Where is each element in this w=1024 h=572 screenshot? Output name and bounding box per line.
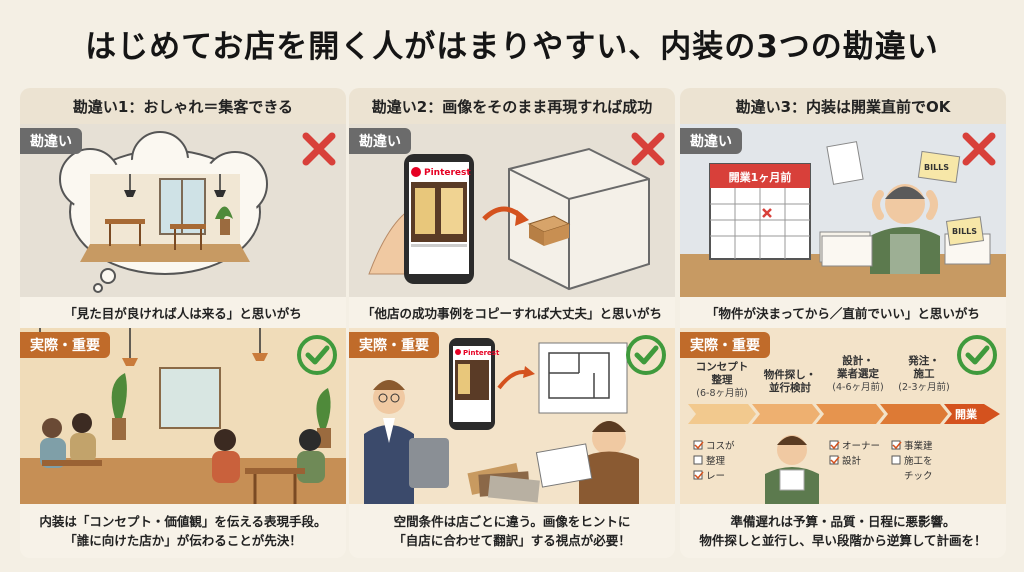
wrong-caption: 「他店の成功事例をコピーすれば大丈夫」と思いがち [349,297,675,328]
correct-caption-line-2: 物件探しと並行し、早い段階から逆算して計画を！ [699,533,987,548]
checklist-1-item-1: コスが [706,440,735,452]
timeline-step-4-line-1: 発注・ [907,354,940,367]
wrong-caption: 「見た目が良ければ人は来る」と思いがち [20,297,346,328]
correct-caption-line-1: 空間条件は店ごとに違う。画像をヒントに [393,514,631,529]
cross-icon [962,132,996,166]
correct-panel: 実際・重要 Pinterest [349,328,675,504]
stressed-owner [870,184,940,274]
correct-tag: 実際・重要 [680,332,770,358]
wrong-panel: 勘違い 開業1ヶ月前 [680,124,1006,297]
timeline-step-3-sub: (4-6ヶ月前) [832,381,883,393]
correct-caption: 空間条件は店ごとに違う。画像をヒントに 「自店に合わせて翻訳」する視点が必要！ [349,504,675,558]
wrong-tag: 勘違い [20,128,82,154]
customers [40,413,325,504]
misconception-card-1: 勘違い1：おしゃれ＝集客できる 勘違い [20,88,346,558]
timeline-arrow: 開業 [688,404,1000,424]
material-swatches [467,463,540,503]
correct-panel: 実際・重要 コンセプト 整理 (6-8ヶ月前) 物件探し・ 並行検討 設計・ 業… [680,328,1006,504]
card-heading: 勘違い3：内装は開業直前でOK [680,88,1006,124]
timeline-step-3-line-1: 設計・ [842,354,874,367]
calendar-label: 開業1ヶ月前 [729,170,792,184]
paper-stacks [819,231,991,267]
correct-caption: 内装は「コンセプト・価値観」を伝える表現手段。 「誰に向けた店か」が伝わることが… [20,504,346,558]
checklist-1-item-2: 整理 [706,455,726,467]
timeline-step-2-line-2: 並行検討 [769,381,811,394]
pinterest-label: Pinterest [424,168,471,178]
timeline-step-4-sub: (2-3ヶ月前) [898,381,949,393]
cross-icon [302,132,336,166]
timeline-step-1-line-1: コンセプト [696,360,749,373]
checklist-1: コスが 整理 レー [693,440,735,482]
card-heading: 勘違い2：画像をそのまま再現すれば成功 [349,88,675,124]
timeline-step-3-line-2: 業者選定 [836,367,879,380]
correct-caption-line-2: 「誰に向けた店か」が伝わることが先決！ [64,533,302,548]
correct-caption-line-2: 「自店に合わせて翻訳」する視点が必要！ [393,533,631,548]
checklist-3-item-2: 施工を [904,455,933,467]
correct-caption-line-1: 準備遅れは予算・品質・日程に悪影響。 [730,514,956,529]
checklist-2-item-1: オーナー [842,441,880,452]
card-heading: 勘違い1：おしゃれ＝集客できる [20,88,346,124]
bills-label: BILLS [924,163,949,172]
check-icon [297,335,337,375]
checklist-3-item-3: チック [904,471,933,482]
timeline-step-2-line-1: 物件探し・ [764,368,817,381]
check-icon [626,335,666,375]
wrong-tag: 勘違い [680,128,742,154]
stylish-cafe-thought-illustration [59,131,268,293]
wrong-panel: 勘違い [20,124,346,297]
timeline-step-1-line-2: 整理 [711,373,733,386]
pinterest-label-small: Pinterest [463,349,500,357]
checklist-2: オーナー 設計 [829,440,880,467]
copy-photo-illustration: Pinterest [368,147,650,291]
page-title: はじめてお店を開く人がはまりやすい、内装の3つの勘違い [85,28,939,65]
wrong-panel: 勘違い Pinterest [349,124,675,297]
wrong-caption: 「物件が決まってから／直前でいい」と思いがち [680,297,1006,328]
misconception-card-2: 勘違い2：画像をそのまま再現すれば成功 勘違い Pinterest 「他店の成功… [349,88,675,558]
shop-owner [765,435,819,504]
busy-cafe-illustration [20,328,346,504]
correct-panel: 実際・重要 [20,328,346,504]
wrong-tag: 勘違い [349,128,411,154]
timeline-step-1-sub: (6-8ヶ月前) [696,387,747,399]
correct-caption: 準備遅れは予算・品質・日程に悪影響。 物件探しと並行し、早い段階から逆算して計画… [680,504,1006,558]
correct-tag: 実際・重要 [349,332,439,358]
calendar: 開業1ヶ月前 [709,163,811,260]
checklist-2-item-2: 設計 [842,455,862,467]
correct-caption-line-1: 内装は「コンセプト・価値観」を伝える表現手段。 [39,514,327,529]
timeline-end-label: 開業 [955,407,978,421]
correct-tag: 実際・重要 [20,332,110,358]
checklist-3: 事業建 施工を チック [891,440,933,482]
bills-label-2: BILLS [952,227,977,236]
checklist-3-item-1: 事業建 [904,440,933,452]
timeline-step-4-line-2: 施工 [914,367,935,380]
check-icon [957,335,997,375]
timeline-steps: コンセプト 整理 (6-8ヶ月前) 物件探し・ 並行検討 設計・ 業者選定 (4… [696,354,950,399]
misconception-card-3: 勘違い3：内装は開業直前でOK 勘違い 開業1ヶ月前 [680,88,1006,558]
cross-icon [631,132,665,166]
checklist-1-item-3: レー [706,471,725,482]
